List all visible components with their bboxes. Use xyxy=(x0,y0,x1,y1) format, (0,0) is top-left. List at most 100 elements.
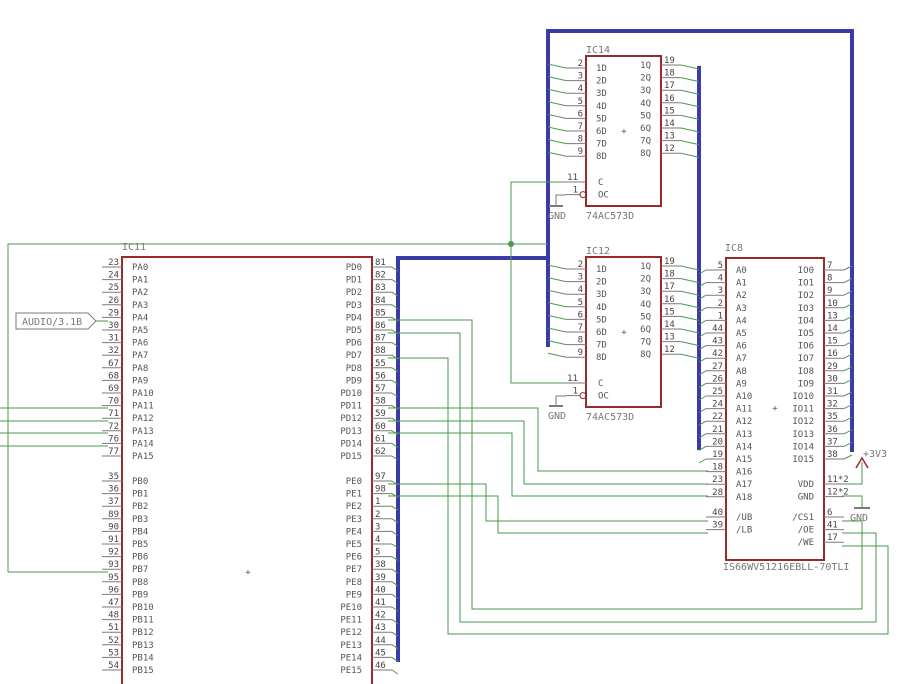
ic8-pinname-cs1: /CS1 xyxy=(792,513,814,523)
g-ic12-out-entry-7q xyxy=(680,341,700,347)
ic8-io-entry-io12 xyxy=(843,416,853,422)
g-ic14-pinname-c: C xyxy=(598,178,603,188)
g-ic12-pinname-7d: 7D xyxy=(596,341,607,351)
ic8-pinname-a1: A1 xyxy=(736,279,747,289)
g-ic12-bus-entry-2d xyxy=(547,277,567,283)
ic12-value: 74AC573D xyxy=(586,412,634,423)
g-ic12-oc-inversion xyxy=(579,392,587,400)
ic8-pinnum-a16: 18 xyxy=(712,463,723,473)
ic11-pinnum-pa15: 77 xyxy=(108,447,119,457)
ic11-pinname-pd1: PD1 xyxy=(346,276,362,286)
g-ic12-pinnum-oc: 1 xyxy=(573,387,578,397)
ic11-pinnum-pa0: 23 xyxy=(108,258,119,268)
ic8-pinnum-io4: 13 xyxy=(827,311,838,321)
net-junction xyxy=(508,241,514,247)
ic8-pinname-io7: IO7 xyxy=(798,354,814,364)
ic11-pinname-pb0: PB0 xyxy=(132,477,148,487)
g-ic14-out-entry-8q xyxy=(680,152,700,158)
gnd-lead-ic14 xyxy=(555,194,566,206)
ic14-value: 74AC573D xyxy=(586,211,634,222)
ic11-pinnum-pb11: 48 xyxy=(108,611,119,621)
g-ic12-out-entry-6q xyxy=(680,328,700,334)
g-ic12-pinnum-5q: 15 xyxy=(664,307,675,317)
ic8-pinnum-io3: 10 xyxy=(827,299,838,309)
ic8-pinname-io14: IO14 xyxy=(792,442,814,452)
main-bus xyxy=(396,256,550,662)
g-ic14-bus-entry-1d xyxy=(547,63,567,69)
ic11-pinnum-pd14: 61 xyxy=(375,434,386,444)
pd11-a16-net xyxy=(388,407,708,472)
ic11-pinname-pb8: PB8 xyxy=(132,578,148,588)
ic8-pinname-io1: IO1 xyxy=(798,279,814,289)
ic8-pinname-ub: /UB xyxy=(736,513,752,523)
ic11-bus-entry-pd5 xyxy=(391,329,399,335)
audio-tag xyxy=(15,312,97,330)
top-bus xyxy=(546,29,854,452)
ic8-addr-entry-a15 xyxy=(698,458,707,464)
g-ic12-out-entry-1q xyxy=(680,265,700,271)
g-ic12-pinname-oc: OC xyxy=(598,392,609,402)
ic11-pinname-pb11: PB11 xyxy=(132,616,154,626)
g-ic14-out-entry-4q xyxy=(680,102,700,108)
g-ic14-out-entry-3q xyxy=(680,89,700,95)
g-ic12-pinname-5q: 5Q xyxy=(640,312,651,322)
g-ic12-pinname-2q: 2Q xyxy=(640,275,651,285)
g-ic12-pinname-6q: 6Q xyxy=(640,325,651,335)
vcc-arrow xyxy=(855,456,869,469)
ic8-pinnum-a4: 1 xyxy=(718,311,723,321)
ic11-bus-entry-pd0 xyxy=(391,266,399,272)
g-ic12-out-entry-3q xyxy=(680,290,700,296)
g-ic12-pinnum-1d: 2 xyxy=(578,260,583,270)
ic11-pinname-pe11: PE11 xyxy=(340,616,362,626)
ic11-pinname-pd3: PD3 xyxy=(346,301,362,311)
ic8-pinname-a6: A6 xyxy=(736,342,747,352)
ic11-bus-entry-pd15 xyxy=(391,455,399,461)
ic8-pinname-a16: A16 xyxy=(736,468,752,478)
ic11-pinnum-pd0: 81 xyxy=(375,258,386,268)
ic11-pinname-pa8: PA8 xyxy=(132,364,148,374)
ic8-pinname-a4: A4 xyxy=(736,316,747,326)
ic11-pinnum-pb1: 36 xyxy=(108,485,119,495)
ic11-pinname-pa12: PA12 xyxy=(132,414,154,424)
g-ic12-pinname-1q: 1Q xyxy=(640,262,651,272)
g-ic12-pinname-8d: 8D xyxy=(596,353,607,363)
ic11-pinnum-pe1: 98 xyxy=(375,485,386,495)
ic8-pinname-we: /WE xyxy=(798,538,814,548)
g-ic12-out-entry-8q xyxy=(680,353,700,359)
g-ic12-pinnum-c: 11 xyxy=(567,374,578,384)
ic8-pinnum-a0: 5 xyxy=(718,261,723,271)
ic11-pinname-pa6: PA6 xyxy=(132,339,148,349)
ic11-body xyxy=(121,256,373,684)
ic11-pinnum-pa14: 76 xyxy=(108,434,119,444)
g-ic12-pinnum-2q: 18 xyxy=(664,270,675,280)
g-ic12-pinnum-7d: 8 xyxy=(578,336,583,346)
ic11-pinnum-pd8: 55 xyxy=(375,359,386,369)
ic11-pinnum-pd7: 88 xyxy=(375,346,386,356)
ic8-addr-entry-a9 xyxy=(698,382,707,388)
ic11-pinname-pd5: PD5 xyxy=(346,326,362,336)
ic11-pinname-pa1: PA1 xyxy=(132,276,148,286)
ic11-pinname-pe7: PE7 xyxy=(346,565,362,575)
ic11-pinnum-pe10: 41 xyxy=(375,598,386,608)
g-ic14-bus-entry-3d xyxy=(547,88,567,94)
g-ic14-pinnum-oc: 1 xyxy=(573,186,578,196)
g-ic12-pinname-6d: 6D xyxy=(596,328,607,338)
ic11-pinnum-pe3: 2 xyxy=(375,510,380,520)
ic8-pinnum-io2: 9 xyxy=(827,286,832,296)
ic8-pinname-io4: IO4 xyxy=(798,316,814,326)
g-ic14-out-entry-7q xyxy=(680,140,700,146)
ic8-io-entry-io11 xyxy=(843,404,853,410)
g-ic14-pinname-5d: 5D xyxy=(596,114,607,124)
gnd-label-ic8: GND xyxy=(850,513,868,524)
ic8-pinname-a10: A10 xyxy=(736,392,752,402)
ic11-pinnum-pb8: 95 xyxy=(108,573,119,583)
g-ic14-bus-entry-2d xyxy=(547,76,567,82)
ic8-pinnum-a12: 22 xyxy=(712,412,723,422)
ic11-pinnum-pa2: 25 xyxy=(108,283,119,293)
ic11-pinnum-pe14: 45 xyxy=(375,648,386,658)
g-ic12-pinname-c: C xyxy=(598,379,603,389)
g-ic12-pinnum-1q: 19 xyxy=(664,257,675,267)
ic11-pinnum-pb3: 89 xyxy=(108,510,119,520)
ic11-pinname-pb10: PB10 xyxy=(132,603,154,613)
ic8-pinnum-io0: 7 xyxy=(827,261,832,271)
